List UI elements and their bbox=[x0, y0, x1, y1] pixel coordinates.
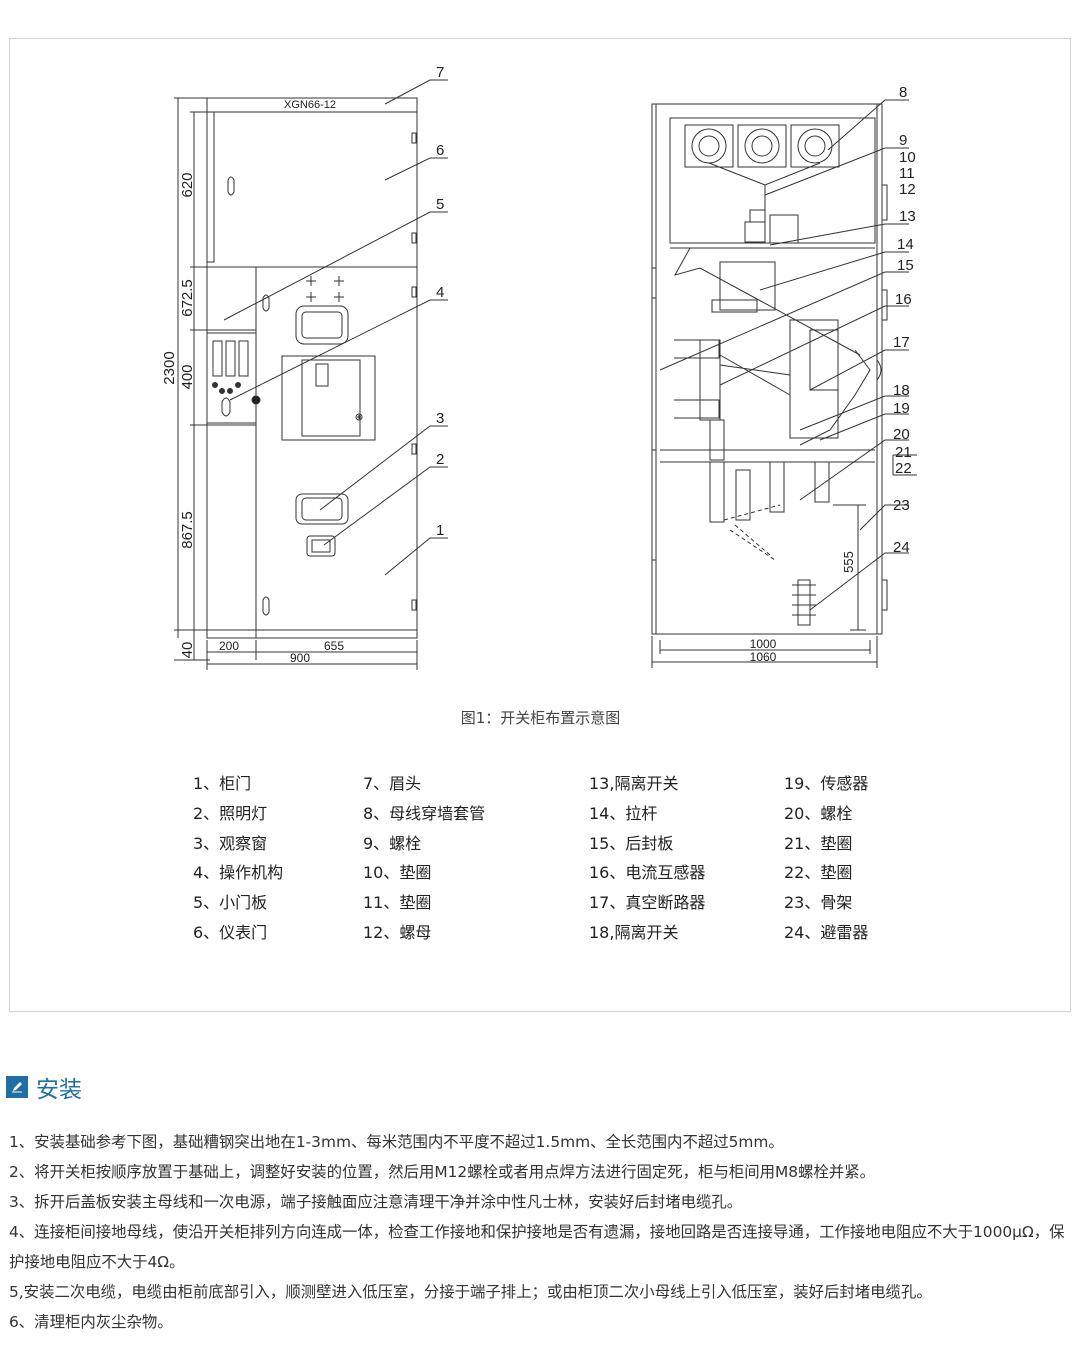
dim-900: 900 bbox=[290, 651, 310, 665]
section-title: 安装 bbox=[36, 1077, 82, 1103]
legend-item: 22、垫圈 bbox=[784, 863, 853, 883]
callout-6: 6 bbox=[436, 142, 444, 159]
callout-12: 12 bbox=[899, 181, 916, 198]
callout-22: 22 bbox=[895, 460, 912, 477]
step-item: 6、清理柜内灰尘杂物。 bbox=[9, 1313, 173, 1331]
dim-555: 555 bbox=[841, 551, 856, 573]
legend-item: 13,隔离开关 bbox=[589, 774, 679, 793]
callout-13: 13 bbox=[899, 208, 916, 225]
callout-14: 14 bbox=[897, 236, 914, 253]
legend-item: 24、避雷器 bbox=[784, 922, 869, 942]
install-steps: 1、安装基础参考下图，基础糟钢突出地在1-3mm、每米范围内不平度不超过1.5m… bbox=[9, 1127, 1075, 1337]
dim-655: 655 bbox=[324, 639, 344, 653]
callout-2: 2 bbox=[436, 451, 444, 468]
callout-5: 5 bbox=[436, 196, 444, 213]
legend-item: 19、传感器 bbox=[784, 774, 869, 793]
callout-15: 15 bbox=[897, 257, 914, 274]
legend-item: 10、垫圈 bbox=[363, 863, 432, 883]
callout-17: 17 bbox=[893, 334, 910, 351]
dim-200: 200 bbox=[219, 639, 239, 653]
callout-1: 1 bbox=[436, 522, 444, 539]
legend-item: 1、柜门 bbox=[193, 774, 252, 793]
legend-item: 3、观察窗 bbox=[193, 833, 268, 853]
legend-item: 7、眉头 bbox=[363, 774, 422, 793]
legend-item: 4、操作机构 bbox=[193, 863, 284, 883]
pencil-icon bbox=[6, 1076, 28, 1098]
legend-item: 23、骨架 bbox=[784, 893, 853, 913]
figure-caption: 图1：开关柜布置示意图 bbox=[460, 709, 621, 727]
legend-column-1: 1、柜门 2、照明灯 3、观察窗 4、操作机构 5、小门板 6、仪表门 bbox=[193, 772, 283, 951]
bushings bbox=[684, 124, 840, 168]
dim-40: 40 bbox=[179, 642, 196, 659]
legend-item: 21、垫圈 bbox=[784, 833, 853, 853]
dim-620: 620 bbox=[179, 172, 196, 197]
callout-11: 11 bbox=[899, 165, 915, 182]
dim-672-5: 672.5 bbox=[179, 279, 196, 317]
legend-item: 8、母线穿墙套管 bbox=[363, 803, 486, 823]
legend-column-4: 19、传感器 20、螺栓 21、垫圈 22、垫圈 23、骨架 24、避雷器 bbox=[784, 772, 868, 951]
section-header: 安装 bbox=[6, 1072, 82, 1103]
step-item: 4、连接柜间接地母线，使沿开关柜排列方向连成一体，检查工作接地和保护接地是否有遗… bbox=[9, 1223, 1065, 1271]
legend-item: 14、拉杆 bbox=[589, 803, 658, 823]
legend-column-3: 13,隔离开关 14、拉杆 15、后封板 16、电流互感器 17、真空断路器 1… bbox=[589, 772, 705, 951]
diagram-frame bbox=[9, 38, 1071, 1012]
callout-18: 18 bbox=[893, 382, 910, 399]
dim-1060: 1060 bbox=[750, 650, 777, 664]
legend-item: 2、照明灯 bbox=[193, 803, 268, 823]
callout-21: 21 bbox=[895, 444, 912, 461]
diagram-labels: XGN66-12 620 672.5 400 867.5 40 2300 200… bbox=[161, 64, 916, 665]
legend-item: 18,隔离开关 bbox=[589, 922, 679, 942]
callout-19: 19 bbox=[893, 400, 910, 417]
dim-2300: 2300 bbox=[161, 351, 178, 384]
legend-item: 16、电流互感器 bbox=[589, 863, 706, 883]
dim-867-5: 867.5 bbox=[179, 511, 196, 549]
legend-item: 5、小门板 bbox=[193, 893, 268, 913]
callout-20: 20 bbox=[893, 426, 910, 443]
switchgear-diagram: XGN66-12 620 672.5 400 867.5 40 2300 200… bbox=[161, 64, 917, 670]
step-item: 2、将开关柜按顺序放置于基础上，调整好安装的位置，然后用M12螺栓或者用点焊方法… bbox=[9, 1163, 876, 1181]
legend-item: 11、垫圈 bbox=[363, 893, 432, 913]
dim-400: 400 bbox=[179, 364, 196, 389]
callout-23: 23 bbox=[893, 497, 910, 514]
legend-item: 15、后封板 bbox=[589, 833, 674, 853]
callout-4: 4 bbox=[436, 284, 444, 301]
insulators bbox=[709, 419, 830, 523]
callout-10: 10 bbox=[899, 149, 916, 166]
step-item: 3、拆开后盖板安装主母线和一次电源，端子接触面应注意清理干净并涂中性凡士林，安装… bbox=[9, 1193, 743, 1211]
callout-16: 16 bbox=[895, 291, 912, 308]
callout-8: 8 bbox=[899, 84, 907, 101]
front-view bbox=[174, 79, 448, 670]
step-item: 5,安装二次电缆，电缆由柜前底部引入，顺测壁进入低压室，分接于端子排上；或由柜顶… bbox=[9, 1283, 932, 1301]
legend-item: 9、螺栓 bbox=[363, 833, 422, 853]
legend-item: 6、仪表门 bbox=[193, 922, 268, 942]
legend-item: 20、螺栓 bbox=[784, 803, 853, 823]
callout-3: 3 bbox=[436, 410, 444, 427]
legend-item: 17、真空断路器 bbox=[589, 893, 706, 913]
step-item: 1、安装基础参考下图，基础糟钢突出地在1-3mm、每米范围内不平度不超过1.5m… bbox=[9, 1133, 784, 1151]
model-label: XGN66-12 bbox=[284, 99, 336, 111]
legend-column-2: 7、眉头 8、母线穿墙套管 9、螺栓 10、垫圈 11、垫圈 12、螺母 bbox=[363, 772, 485, 951]
side-view bbox=[651, 99, 917, 668]
callout-24: 24 bbox=[893, 539, 910, 556]
callout-9: 9 bbox=[899, 132, 907, 149]
callout-7: 7 bbox=[436, 64, 444, 81]
dim-1000: 1000 bbox=[750, 637, 777, 651]
legend-item: 12、螺母 bbox=[363, 922, 432, 942]
